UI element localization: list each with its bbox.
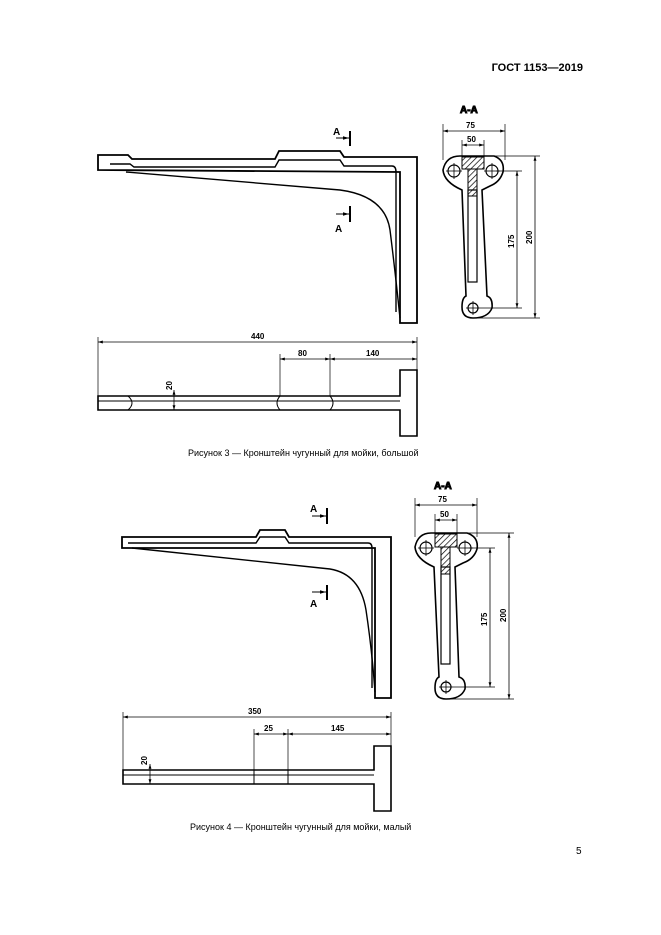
document-code: ГОСТ 1153—2019 <box>491 62 583 74</box>
section-title: А-А <box>460 105 478 116</box>
figure3-side-view <box>97 150 418 324</box>
section-mark-label: А <box>310 504 317 515</box>
page-number: 5 <box>576 846 582 857</box>
figure3-section-marks: А А <box>333 127 351 235</box>
section-mark-label: А <box>335 224 342 235</box>
dim-50: 50 <box>440 510 449 519</box>
figure4-caption: Рисунок 4 — Кронштейн чугунный для мойки… <box>190 822 412 832</box>
dim-75: 75 <box>466 121 475 130</box>
figure3-plan-view <box>97 337 418 437</box>
dim-175: 175 <box>507 234 516 248</box>
section-mark-label: А <box>333 127 340 138</box>
figure4-plan-view <box>122 712 392 812</box>
figure3-section-view: А-А <box>442 105 540 319</box>
dim-440: 440 <box>251 332 265 341</box>
dim-50: 50 <box>467 135 476 144</box>
dim-20: 20 <box>140 756 149 765</box>
dim-25: 25 <box>264 724 273 733</box>
dim-145: 145 <box>331 724 345 733</box>
dim-140: 140 <box>366 349 380 358</box>
figure4-section-view: А-А <box>414 481 514 700</box>
figure4-side-view <box>121 529 392 699</box>
dim-200: 200 <box>499 608 508 622</box>
section-title: А-А <box>434 481 452 492</box>
dim-350: 350 <box>248 707 262 716</box>
dim-200: 200 <box>525 230 534 244</box>
dim-175: 175 <box>480 612 489 626</box>
section-mark-label: А <box>310 599 317 610</box>
dim-80: 80 <box>298 349 307 358</box>
figure3-caption: Рисунок 3 — Кронштейн чугунный для мойки… <box>188 448 419 458</box>
dim-20: 20 <box>165 381 174 390</box>
figure4-section-marks: А А <box>310 504 328 610</box>
dim-75: 75 <box>438 495 447 504</box>
